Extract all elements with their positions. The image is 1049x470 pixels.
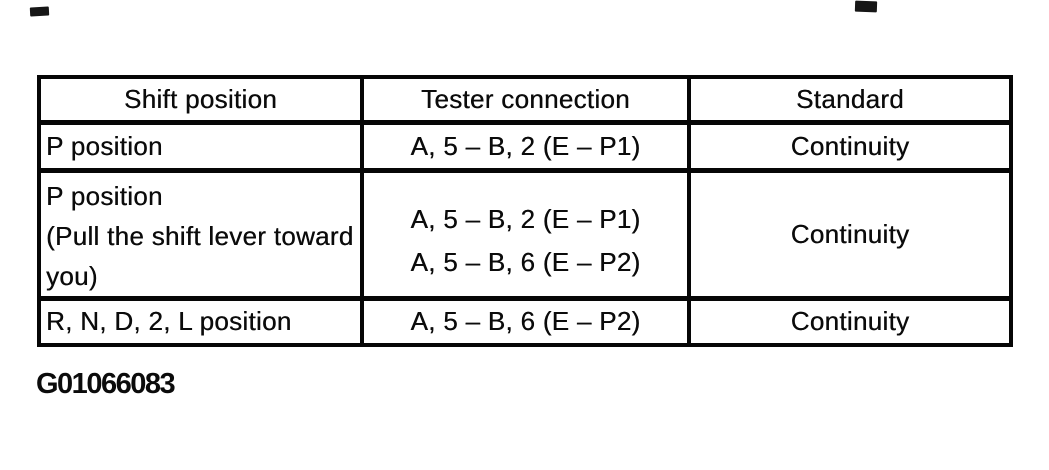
row1-tester-connection: A, 5 – B, 2 (E – P1) [364, 125, 691, 173]
scan-speck-top-right-icon [854, 0, 878, 13]
row3-tester-connection: A, 5 – B, 6 (E – P2) [364, 301, 691, 343]
header-standard: Standard [691, 79, 1009, 125]
row2-tester-connection-line2: A, 5 – B, 6 (E – P2) [410, 246, 641, 277]
figure-id: G01066083 [36, 368, 176, 400]
row2-shift-position-line2: (Pull the shift lever toward [46, 221, 354, 251]
shift-position-continuity-table: Shift position Tester connection Standar… [37, 75, 1013, 347]
header-shift-position: Shift position [41, 79, 364, 125]
row1-standard: Continuity [691, 125, 1009, 173]
row2-standard: Continuity [691, 173, 1009, 301]
row2-tester-connection: A, 5 – B, 2 (E – P1) A, 5 – B, 6 (E – P2… [364, 173, 691, 301]
scan-speck-top-left-icon [29, 6, 50, 17]
header-tester-connection: Tester connection [364, 79, 691, 125]
row2-tester-connection-line1: A, 5 – B, 2 (E – P1) [410, 203, 641, 234]
row2-shift-position: P position (Pull the shift lever toward … [41, 173, 364, 301]
row2-shift-position-line1: P position [46, 181, 163, 211]
row2-shift-position-line3: you) [46, 261, 98, 291]
row1-shift-position: P position [41, 125, 364, 173]
row3-shift-position: R, N, D, 2, L position [41, 301, 364, 343]
row3-standard: Continuity [790, 306, 910, 337]
